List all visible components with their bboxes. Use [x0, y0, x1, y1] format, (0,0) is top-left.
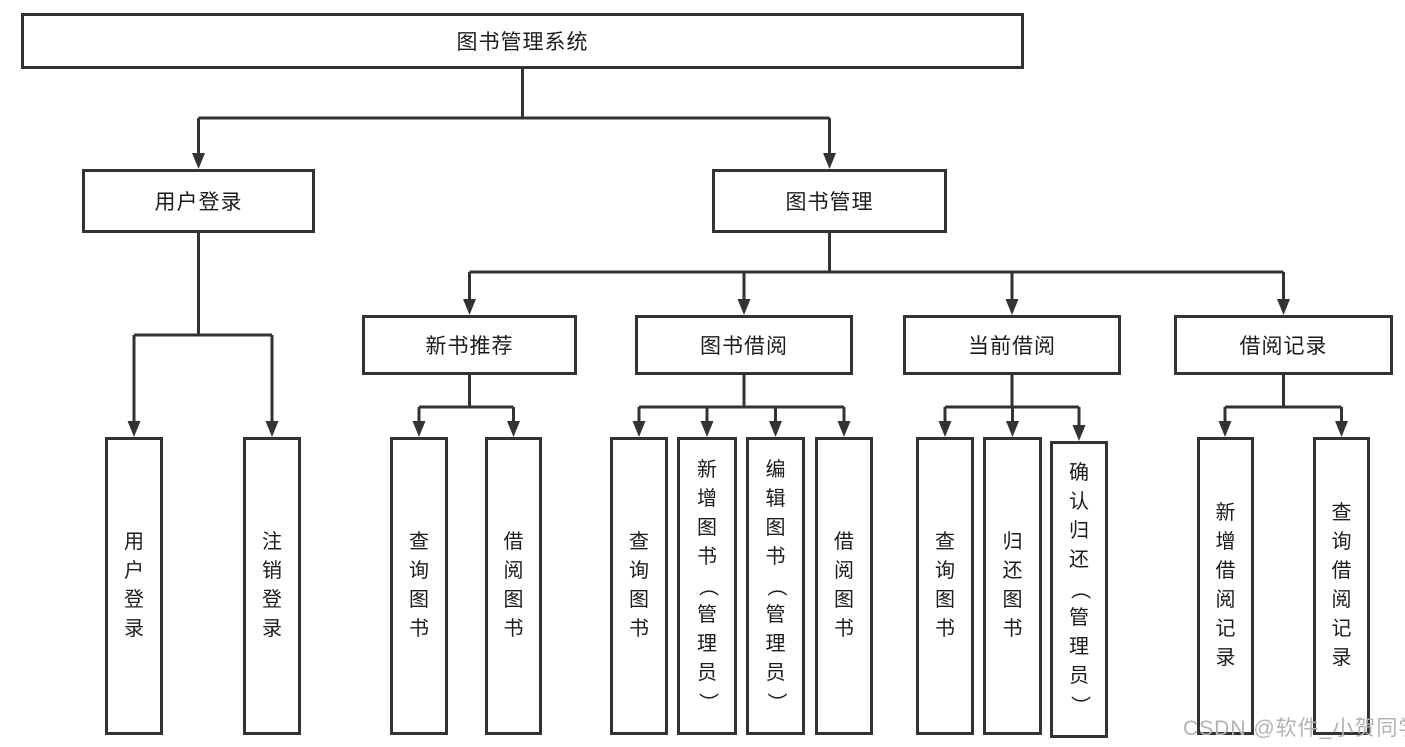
- node-book-management-label: 图书管理: [785, 191, 874, 214]
- node-current-borrow-label: 当前借阅: [968, 335, 1056, 358]
- connector-current-borrow-children: [943, 375, 1081, 427]
- node-br-query-record: 查询借阅记录: [1313, 437, 1370, 735]
- node-root-label: 图书管理系统: [456, 31, 589, 54]
- node-cb-query-books: 查询图书: [916, 437, 974, 735]
- node-root: 图书管理系统: [21, 13, 1024, 69]
- arrow-icon: [1218, 421, 1232, 437]
- node-borrow-records: 借阅记录: [1174, 315, 1393, 375]
- arrow-icon: [837, 421, 851, 437]
- arrow-icon: [1277, 299, 1290, 315]
- node-bb-edit-books-admin: 编辑图书（管理员）: [746, 437, 805, 735]
- connector-book-borrow-children: [637, 375, 846, 423]
- arrow-icon: [700, 421, 714, 437]
- arrow-icon: [1335, 421, 1348, 437]
- node-cb-return-books: 归还图书: [983, 437, 1042, 735]
- node-user-login: 用户登录: [82, 169, 315, 233]
- arrow-icon: [823, 153, 836, 169]
- arrow-icon: [1072, 425, 1086, 441]
- node-borrow-records-label: 借阅记录: [1239, 335, 1328, 358]
- arrowheads: [127, 153, 1348, 441]
- node-bb-edit-books-admin-label: 编辑图书（管理员）: [765, 458, 787, 713]
- watermark: CSDN @软件_小贺同学: [1183, 717, 1405, 740]
- node-book-management: 图书管理: [712, 169, 947, 233]
- arrow-icon: [192, 153, 205, 169]
- node-cb-return-books-label: 归还图书: [1002, 531, 1023, 640]
- connector-borrow-records-children: [1223, 375, 1343, 423]
- node-leaf-logout: 注销登录: [243, 437, 301, 735]
- arrow-icon: [463, 299, 476, 315]
- node-br-query-record-label: 查询借阅记录: [1331, 502, 1352, 669]
- node-br-add-record-label: 新增借阅记录: [1215, 502, 1236, 669]
- node-book-borrow-label: 图书借阅: [700, 335, 788, 358]
- node-cb-query-books-label: 查询图书: [935, 531, 955, 640]
- connector-book-mgmt-to-level3: [468, 233, 1285, 301]
- node-cb-confirm-return-admin: 确认归还（管理员）: [1050, 441, 1108, 738]
- arrow-icon: [632, 421, 646, 437]
- node-nbr-borrow-books-label: 借阅图书: [503, 531, 524, 640]
- connector-user-login-children: [132, 233, 274, 423]
- connector-root-to-level2: [197, 69, 831, 155]
- arrow-icon: [127, 421, 141, 437]
- node-nbr-borrow-books: 借阅图书: [485, 437, 542, 735]
- node-new-book-recommend-label: 新书推荐: [425, 335, 514, 358]
- node-br-add-record: 新增借阅记录: [1197, 437, 1254, 735]
- node-current-borrow: 当前借阅: [903, 315, 1121, 375]
- arrow-icon: [1005, 299, 1019, 315]
- arrow-icon: [1006, 421, 1019, 437]
- node-nbr-query-books: 查询图书: [390, 437, 448, 735]
- node-bb-borrow-books: 借阅图书: [815, 437, 873, 735]
- node-bb-query-books: 查询图书: [610, 437, 668, 735]
- node-leaf-logout-label: 注销登录: [262, 531, 282, 640]
- arrow-icon: [412, 421, 426, 437]
- node-bb-borrow-books-label: 借阅图书: [834, 531, 854, 640]
- node-new-book-recommend: 新书推荐: [362, 315, 577, 375]
- arrow-icon: [938, 421, 952, 437]
- node-user-login-label: 用户登录: [154, 191, 243, 214]
- node-bb-query-books-label: 查询图书: [629, 531, 649, 640]
- arrow-icon: [737, 299, 751, 315]
- arrow-icon: [265, 421, 279, 437]
- node-bb-add-books-admin-label: 新增图书（管理员）: [696, 458, 719, 713]
- arrow-icon: [769, 421, 782, 437]
- node-leaf-user-login: 用户登录: [105, 437, 163, 735]
- node-leaf-user-login-label: 用户登录: [124, 531, 144, 640]
- arrow-icon: [507, 421, 520, 437]
- connector-new-book-rec-children: [417, 375, 515, 423]
- node-book-borrow: 图书借阅: [635, 315, 853, 375]
- node-bb-add-books-admin: 新增图书（管理员）: [677, 437, 737, 735]
- node-nbr-query-books-label: 查询图书: [409, 531, 429, 640]
- node-cb-confirm-return-admin-label: 确认归还（管理员）: [1068, 462, 1091, 716]
